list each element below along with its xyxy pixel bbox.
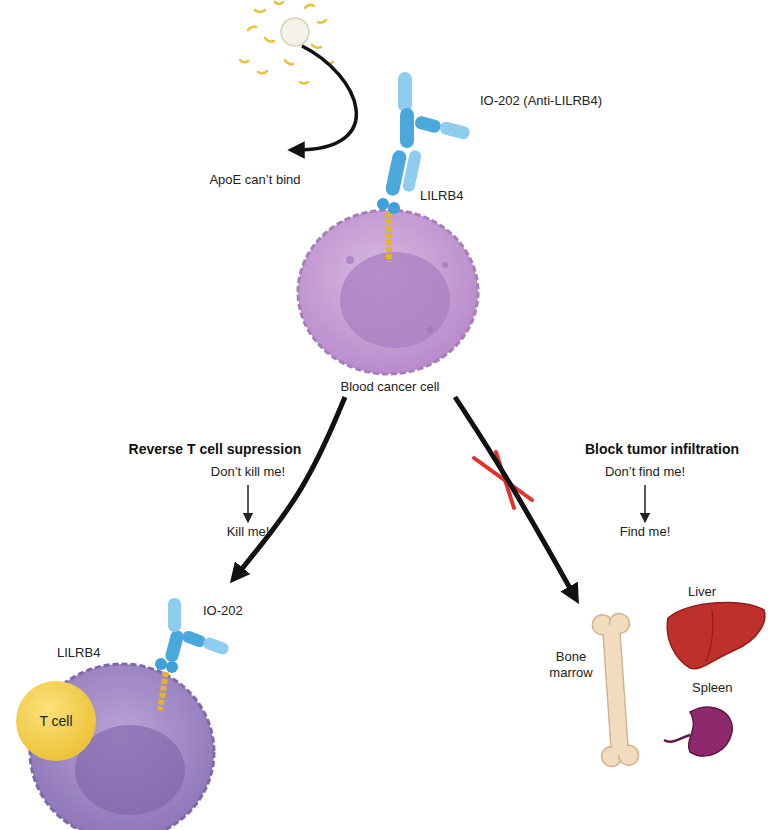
- cell-label: T cell: [39, 713, 72, 730]
- organ: Spleen: [656, 672, 746, 768]
- annotation-label: Don’t find me!: [605, 464, 685, 480]
- cell-region: LILRB4 IO-202 T cell: [15, 585, 265, 828]
- bone: [592, 613, 640, 767]
- heading-label: Block tumor infiltration: [585, 441, 739, 458]
- node-label: Blood cancer cell: [341, 379, 440, 395]
- organ: Liver: [660, 582, 768, 672]
- part-label: LILRB4: [57, 645, 100, 661]
- liver: [667, 602, 765, 668]
- flow-arrow: [235, 397, 345, 577]
- t-cell: T cell: [16, 681, 96, 761]
- spleen: [664, 707, 732, 756]
- flow-arrow: [455, 397, 575, 597]
- annotation-label: Don’t kill me!: [211, 464, 285, 480]
- antibody: [384, 72, 471, 197]
- organ: Bone marrow: [540, 605, 640, 775]
- heading-label: Reverse T cell supression: [129, 441, 302, 458]
- annotation-label: IO-202 (Anti-LILRB4): [480, 93, 602, 109]
- annotation-label: LILRB4: [420, 188, 463, 204]
- annotation-label: Find me!: [620, 524, 671, 540]
- annotation-label: Kill me!: [227, 524, 270, 540]
- apoe-arrow: [296, 46, 356, 150]
- part-label: IO-202: [203, 603, 243, 619]
- node-label: Spleen: [692, 680, 732, 696]
- node-label: Bone marrow: [544, 649, 598, 680]
- small-arrow: [247, 485, 249, 518]
- block-cross: [474, 452, 532, 508]
- apoe-particle: [240, 2, 333, 84]
- lilrb4-receptor: [377, 198, 400, 262]
- annotation-label: ApoE can’t bind: [209, 172, 300, 188]
- cancer-cell: [298, 210, 478, 374]
- node-label: Liver: [688, 584, 716, 600]
- lilrb4-receptor: [155, 658, 178, 710]
- t-cell: [16, 681, 96, 761]
- cell-region: Blood cancer cell: [290, 200, 490, 395]
- small-arrow: [644, 485, 646, 518]
